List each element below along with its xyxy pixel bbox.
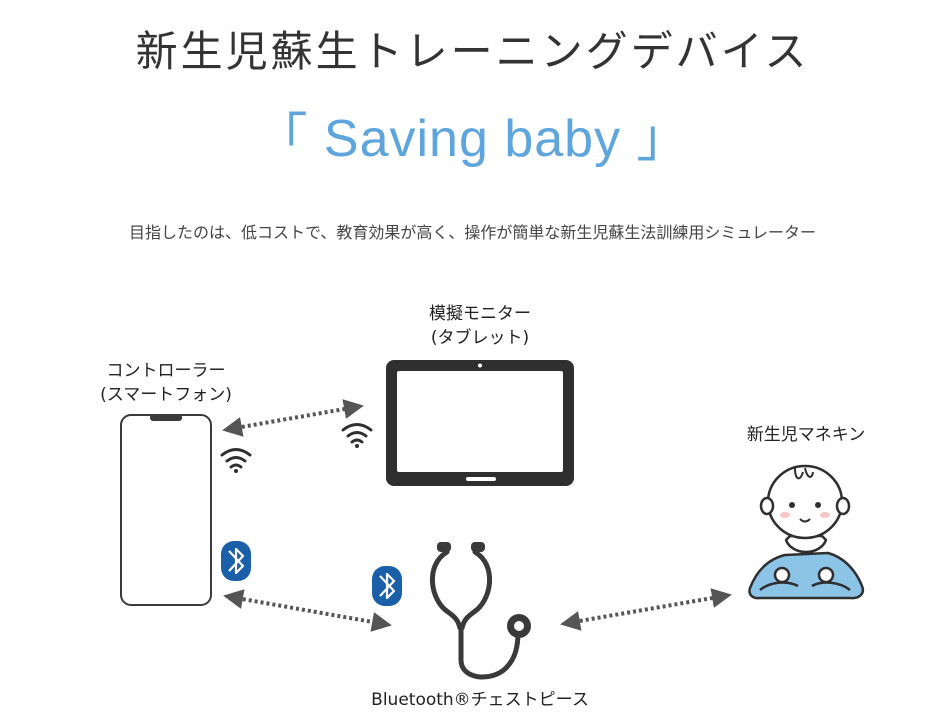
smartphone-icon bbox=[120, 414, 212, 606]
controller-label-line2: (スマートフォン) bbox=[100, 385, 232, 405]
description: 目指したのは、低コストで、教育効果が高く、操作が簡単な新生児蘇生法訓練用シミュレ… bbox=[128, 223, 817, 242]
chestpiece-label: Bluetooth®チェストピース bbox=[371, 690, 589, 710]
page-title: 新生児蘇生トレーニングデバイス bbox=[135, 27, 810, 76]
manikin-label: 新生児マネキン bbox=[746, 425, 866, 445]
baby-icon bbox=[748, 464, 865, 600]
bluetooth-icon bbox=[221, 541, 251, 581]
controller-label: コントローラー (スマートフォン) bbox=[66, 359, 266, 407]
monitor-label-line1: 模擬モニター bbox=[429, 304, 531, 324]
connection-arrow bbox=[223, 589, 392, 632]
bluetooth-icon bbox=[372, 566, 402, 606]
stethoscope-icon bbox=[430, 542, 531, 680]
wifi-icon bbox=[341, 423, 373, 448]
connection-arrow bbox=[560, 588, 732, 631]
tablet-icon bbox=[386, 360, 574, 486]
product-name: 「 Saving baby 」 bbox=[255, 110, 690, 168]
monitor-label-line2: (タブレット) bbox=[430, 328, 530, 348]
wifi-icon bbox=[220, 448, 252, 473]
controller-label-line1: コントローラー bbox=[106, 361, 226, 381]
connection-arrow bbox=[222, 399, 364, 437]
monitor-label: 模擬モニター (タブレット) bbox=[380, 302, 580, 350]
